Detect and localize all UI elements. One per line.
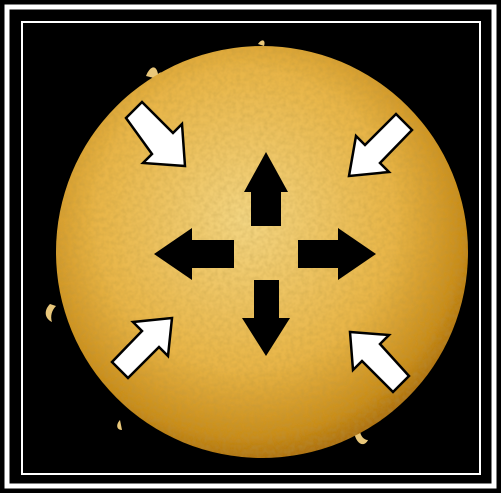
sun-disk: [56, 46, 468, 458]
